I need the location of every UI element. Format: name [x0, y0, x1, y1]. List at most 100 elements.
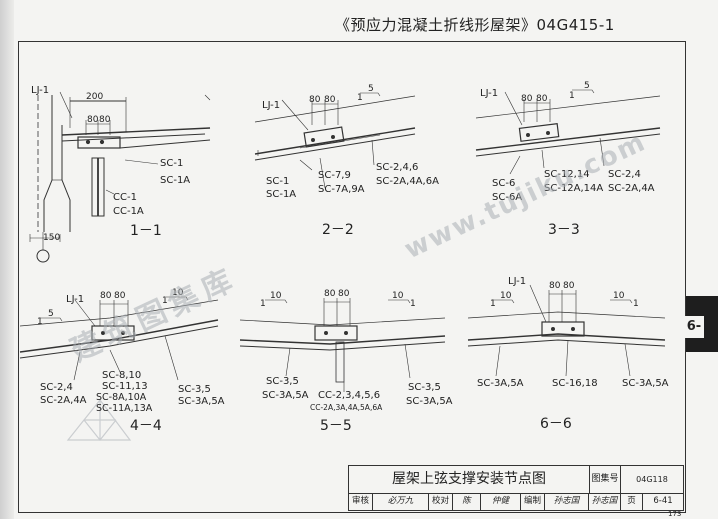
s6-title: 6－6 — [540, 416, 572, 432]
s3-lj-label: LJ-1 — [480, 88, 498, 99]
s2-sc-mid-a: SC-7,9 — [318, 170, 351, 181]
title-block: 屋架上弦支撑安装节点图 图集号 04G118 审核 必万九 校对 陈 仲健 编制… — [348, 465, 684, 511]
s5-dim-a: 80 — [324, 289, 336, 299]
review-signature: 必万九 — [373, 493, 429, 510]
s6-dim-b: 80 — [563, 281, 575, 291]
s3-sc-mid-b: SC-12A,14A — [544, 183, 603, 194]
s1-dim-a: 80 — [87, 115, 99, 125]
s1-dim-b: 80 — [99, 115, 111, 125]
page-label: 页 — [621, 493, 643, 510]
section-3-3 — [475, 89, 661, 175]
s4-sc-e: SC-8A,10A — [96, 392, 147, 403]
s6-slope-l1: 1 — [490, 299, 496, 309]
s4-sc-g: SC-3,5 — [178, 384, 211, 395]
s2-title: 2－2 — [322, 222, 354, 238]
s5-slope-r2: 1 — [410, 299, 416, 309]
side-tab-label: 6- — [684, 316, 704, 338]
s6-sc-left: SC-3A,5A — [477, 378, 524, 389]
s2-dim-a: 80 — [309, 95, 321, 105]
s1-dim-bottom: 150 — [43, 233, 60, 243]
s5-dim-b: 80 — [338, 289, 350, 299]
s3-dim-a: 80 — [521, 94, 533, 104]
design-label: 编制 — [521, 493, 545, 510]
s3-sc-left-b: SC-6A — [492, 192, 522, 203]
s3-title: 3－3 — [548, 222, 580, 238]
s2-sc-right-a: SC-2,4,6 — [376, 162, 418, 173]
drawing-name: 屋架上弦支撑安装节点图 — [349, 466, 590, 493]
section-1-1 — [29, 91, 211, 263]
s4-slope-l2: 5 — [48, 309, 54, 319]
s6-lj-label: LJ-1 — [508, 276, 526, 287]
s1-sc-a: SC-1 — [160, 158, 183, 169]
s4-sc-c: SC-8,10 — [102, 370, 141, 381]
s4-sc-h: SC-3A,5A — [178, 396, 225, 407]
atlas-no-value: 04G118 — [636, 475, 668, 484]
s2-lj-label: LJ-1 — [262, 100, 280, 111]
s3-slope-1: 1 — [569, 91, 575, 101]
s3-sc-mid-a: SC-12,14 — [544, 169, 590, 180]
s1-sc-b: SC-1A — [160, 175, 190, 186]
s2-sc-left-a: SC-1 — [266, 176, 289, 187]
s1-title: 1－1 — [130, 223, 162, 239]
section-5-5 — [239, 298, 446, 392]
s1-cc-b: CC-1A — [113, 206, 144, 217]
s4-sc-b: SC-2A,4A — [40, 395, 87, 406]
atlas-header-title: 《预应力混凝土折线形屋架》04G415-1 — [335, 16, 615, 34]
binding-edge — [0, 0, 14, 519]
s6-slope-r2: 1 — [633, 299, 639, 309]
s3-sc-right-a: SC-2,4 — [608, 169, 641, 180]
s4-dim-a: 80 — [100, 291, 112, 301]
s1-lj-label: LJ-1 — [31, 85, 49, 96]
s4-sc-a: SC-2,4 — [40, 382, 73, 393]
title-block-row-2: 审核 必万九 校对 陈 仲健 编制 孙志国 孙志国 页 6-41 — [349, 493, 683, 510]
s6-slope-l2: 10 — [500, 291, 512, 301]
s2-dim-b: 80 — [324, 95, 336, 105]
s2-sc-right-b: SC-2A,4A,6A — [376, 176, 439, 187]
s4-sc-d: SC-11,13 — [102, 381, 148, 392]
s2-slope-2: 5 — [368, 84, 374, 94]
page-number: 173 — [668, 510, 682, 518]
section-4-4 — [19, 296, 219, 381]
s2-sc-left-b: SC-1A — [266, 189, 296, 200]
check-label: 校对 — [429, 493, 453, 510]
s2-slope-1: 1 — [357, 93, 363, 103]
s4-lj-label: LJ-1 — [66, 294, 84, 305]
drawing-frame — [18, 41, 686, 513]
check-signature: 陈 — [453, 493, 481, 510]
s5-sc-right-b: SC-3A,5A — [406, 396, 453, 407]
s3-slope-2: 5 — [584, 81, 590, 91]
s5-title: 5－5 — [320, 418, 352, 434]
s6-sc-right: SC-3A,5A — [622, 378, 669, 389]
s3-sc-left-a: SC-6 — [492, 178, 515, 189]
s5-slope-l1: 1 — [260, 299, 266, 309]
s4-dim-b: 80 — [114, 291, 126, 301]
s1-cc-a: CC-1 — [113, 192, 137, 203]
check-signature-2: 仲健 — [481, 493, 521, 510]
review-label: 审核 — [349, 493, 373, 510]
watermark-logo — [66, 399, 132, 441]
section-2-2 — [254, 92, 416, 189]
s4-slope-r1: 1 — [162, 296, 168, 306]
page-value: 6-41 — [653, 496, 673, 506]
s5-sc-right-a: SC-3,5 — [408, 382, 441, 393]
s1-dim-total: 200 — [86, 92, 103, 102]
s3-dim-b: 80 — [536, 94, 548, 104]
s2-sc-mid-b: SC-7A,9A — [318, 184, 365, 195]
s5-cc-a: CC-2,3,4,5,6 — [318, 390, 380, 401]
s4-slope-r2: 10 — [172, 288, 184, 298]
s5-slope-r1: 10 — [392, 291, 404, 301]
s3-sc-right-b: SC-2A,4A — [608, 183, 655, 194]
s4-slope-l1: 1 — [37, 317, 43, 327]
title-block-row-1: 屋架上弦支撑安装节点图 图集号 04G118 — [349, 466, 683, 494]
design-signature-2: 孙志国 — [589, 493, 621, 510]
s5-sc-left-a: SC-3,5 — [266, 376, 299, 387]
s6-dim-a: 80 — [549, 281, 561, 291]
s6-slope-r1: 10 — [613, 291, 625, 301]
atlas-no-label: 图集号 — [590, 466, 621, 493]
s4-sc-f: SC-11A,13A — [96, 403, 153, 414]
s4-title: 4－4 — [130, 418, 162, 434]
s6-sc-mid: SC-16,18 — [552, 378, 598, 389]
s5-slope-l2: 10 — [270, 291, 282, 301]
